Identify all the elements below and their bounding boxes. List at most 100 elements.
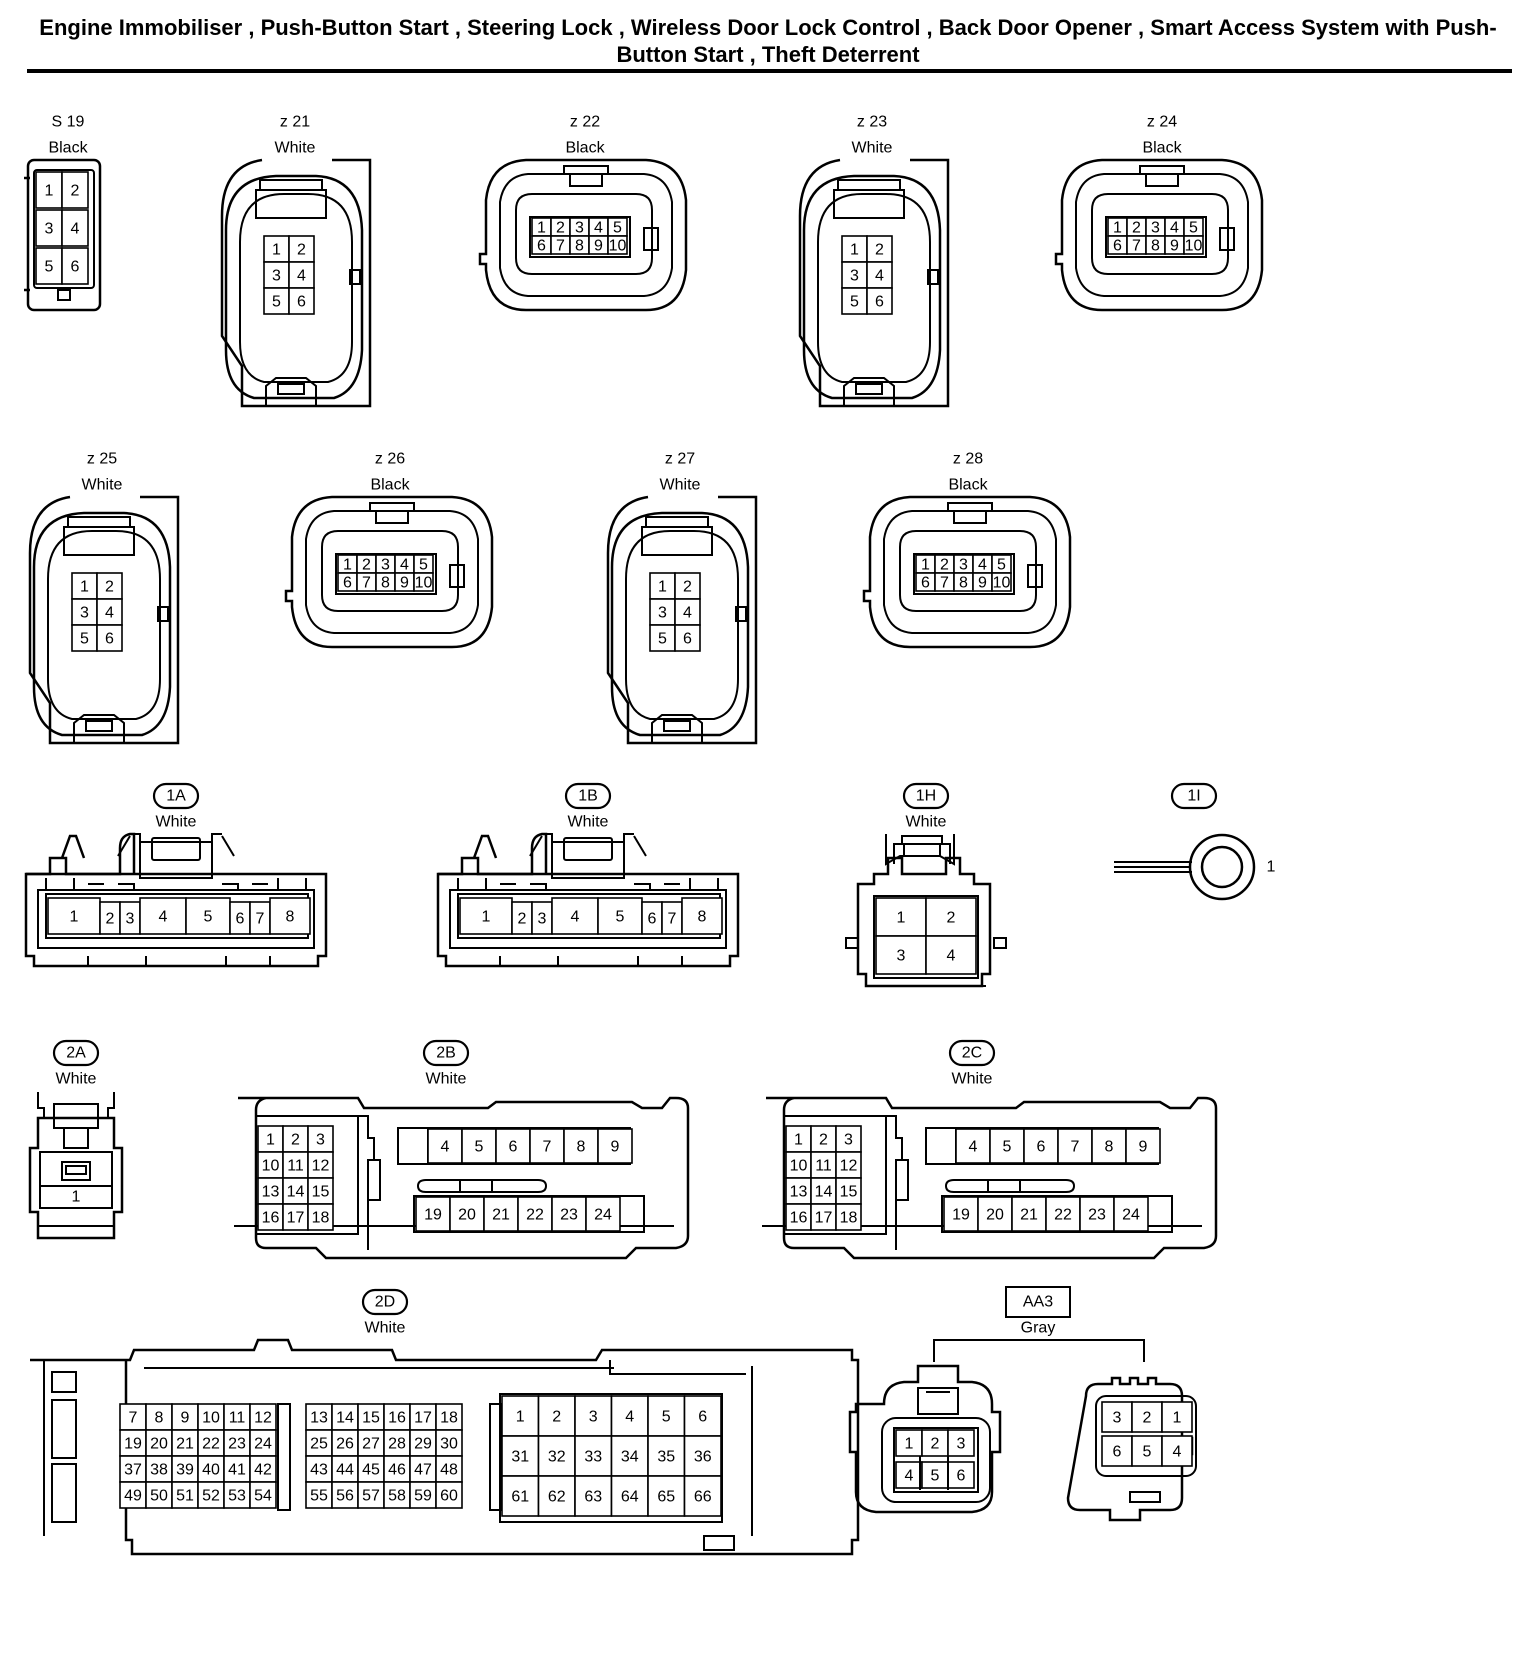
pin-number: 13 <box>310 1410 328 1427</box>
pin-number: 5 <box>658 631 667 648</box>
connector-color: White <box>365 1320 406 1337</box>
pin-number: 24 <box>254 1436 272 1453</box>
pin-number: 22 <box>526 1207 544 1224</box>
outline <box>397 1127 429 1165</box>
pin-cell <box>415 1196 451 1232</box>
pin-number: 8 <box>1151 238 1160 255</box>
outline <box>1054 158 1264 312</box>
pin-number: 2 <box>518 911 527 928</box>
pin-number: 46 <box>388 1462 406 1479</box>
pin-number: 33 <box>584 1449 602 1466</box>
outline <box>529 216 631 258</box>
pin-number: 3 <box>850 268 859 285</box>
outline <box>563 165 609 187</box>
pin-number: 1 <box>905 1436 914 1453</box>
outline <box>499 956 683 966</box>
pin-number: 21 <box>176 1436 194 1453</box>
outline <box>862 495 1072 649</box>
pin-cell <box>307 1151 334 1179</box>
pin-number: 6 <box>343 575 352 592</box>
pin-cell <box>683 1435 722 1477</box>
pin-cell <box>139 897 187 935</box>
pin-cell <box>413 572 434 592</box>
outline <box>438 832 548 876</box>
connector-code: 2C <box>962 1045 982 1062</box>
pin-number: 14 <box>336 1410 354 1427</box>
title-rule <box>27 69 1512 73</box>
pin-number: 13 <box>790 1184 808 1201</box>
pin-cell <box>537 1435 576 1477</box>
pin-number: 23 <box>228 1436 246 1453</box>
outline <box>51 1371 77 1393</box>
pin-number: 56 <box>336 1488 354 1505</box>
pin-cell <box>647 1475 686 1517</box>
pin-number: 1 <box>516 1409 525 1426</box>
pin-cell <box>145 1481 173 1509</box>
pin-cell <box>1131 1435 1163 1467</box>
pin-number: 5 <box>616 909 625 926</box>
connector-code: z 21 <box>280 114 310 131</box>
pin-cell <box>1131 1401 1163 1433</box>
outline <box>37 1092 115 1118</box>
connector-code-badge <box>902 782 950 810</box>
pin-number: 6 <box>1113 1444 1122 1461</box>
pin-number: 4 <box>441 1139 450 1156</box>
pin-number: 6 <box>648 911 657 928</box>
outline <box>30 1338 860 1556</box>
pin-number: 4 <box>905 1468 914 1485</box>
pin-cell <box>610 1435 649 1477</box>
pin-number: 5 <box>850 294 859 311</box>
pin-number: 38 <box>150 1462 168 1479</box>
pin-number: 1 <box>897 910 906 927</box>
pin-number: 57 <box>362 1488 380 1505</box>
pin-number: 8 <box>1105 1139 1114 1156</box>
outline <box>919 1456 949 1490</box>
pin-number: 5 <box>662 1409 671 1426</box>
pin-number: 3 <box>1151 220 1160 237</box>
pin-cell <box>674 624 701 652</box>
outline <box>645 516 709 527</box>
connector-code: 1A <box>166 788 186 805</box>
pin-number: 37 <box>124 1462 142 1479</box>
outline <box>802 174 942 400</box>
connector-color: White <box>56 1071 97 1088</box>
connector-code: z 28 <box>953 451 983 468</box>
ring-terminal-hole <box>1200 845 1244 889</box>
pin-number: 4 <box>71 221 80 238</box>
connector-code: 2D <box>375 1294 395 1311</box>
connector-color: Black <box>1142 140 1182 157</box>
pin-number: 9 <box>181 1410 190 1427</box>
outline <box>927 269 939 285</box>
outline <box>893 1427 979 1493</box>
pin-number: 10 <box>609 238 627 255</box>
pin-cell <box>785 1151 812 1179</box>
outline <box>45 878 307 890</box>
pin-number: 10 <box>415 575 433 592</box>
pin-number: 5 <box>475 1139 484 1156</box>
connector-color: Black <box>565 140 605 157</box>
pin-number: 3 <box>589 1409 598 1426</box>
connector-color: Gray <box>1021 1320 1056 1337</box>
outline <box>703 1535 735 1551</box>
outline <box>1095 1395 1197 1477</box>
outline <box>24 176 30 292</box>
pin-number: 6 <box>537 238 546 255</box>
pin-number: 1 <box>658 579 667 596</box>
connector-color: White <box>156 814 197 831</box>
outline <box>766 1096 1218 1260</box>
pin-cell <box>119 1481 147 1509</box>
pin-number: 13 <box>262 1184 280 1201</box>
outline <box>610 511 750 737</box>
pin-number: 42 <box>254 1462 272 1479</box>
pin-number: 7 <box>362 575 371 592</box>
pin-number: 14 <box>287 1184 305 1201</box>
pin-number: 27 <box>362 1436 380 1453</box>
pin-cell <box>305 1429 333 1457</box>
pin-cell <box>171 1481 199 1509</box>
pin-number: 16 <box>262 1210 280 1227</box>
pin-number: 4 <box>594 220 603 237</box>
